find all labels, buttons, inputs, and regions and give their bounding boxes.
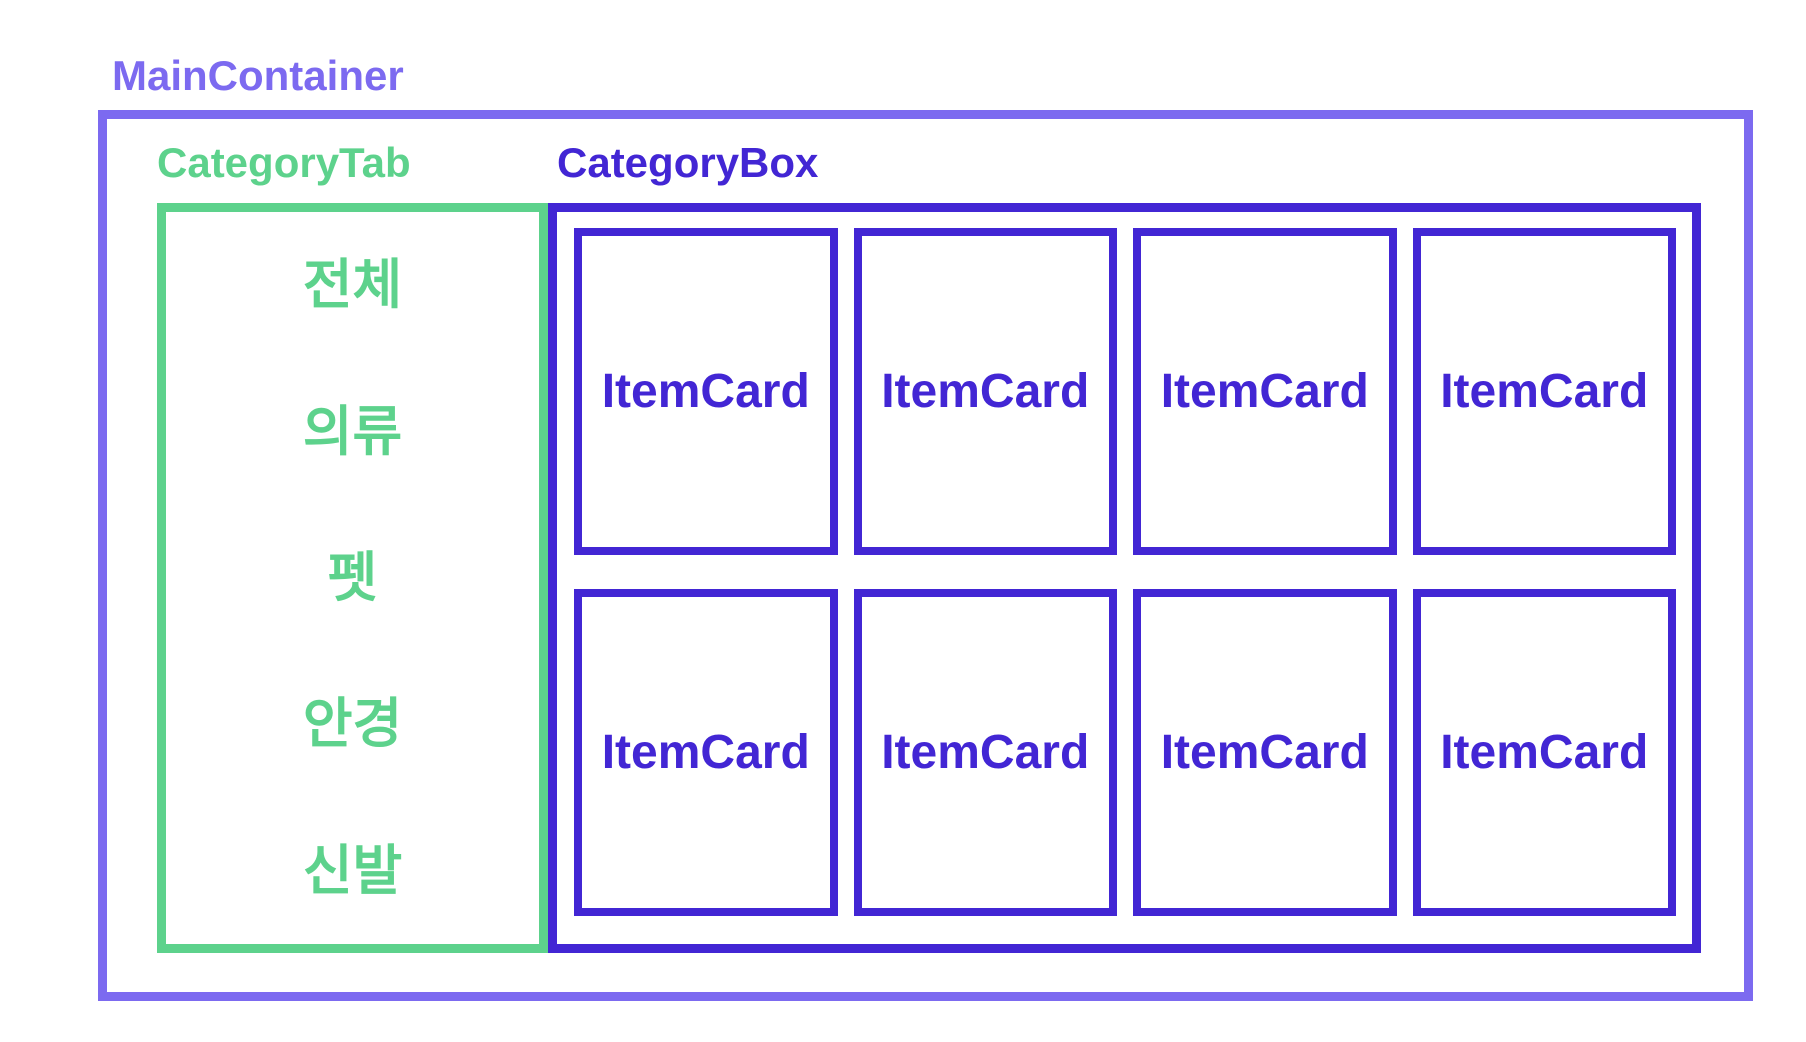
category-tab: 전체 의류 펫 안경 신발	[157, 203, 548, 953]
category-box: ItemCard ItemCard ItemCard ItemCard Item…	[548, 203, 1701, 953]
item-card-label: ItemCard	[601, 365, 810, 418]
item-card[interactable]: ItemCard	[853, 228, 1117, 555]
category-tab-label: CategoryTab	[157, 139, 411, 186]
item-card-label: ItemCard	[1440, 365, 1649, 418]
item-card-label: ItemCard	[881, 726, 1090, 779]
item-card[interactable]: ItemCard	[574, 228, 838, 555]
tab-item-glasses[interactable]: 안경	[302, 694, 403, 755]
main-container: CategoryTab CategoryBox 전체 의류 펫 안경 신발 It…	[98, 110, 1753, 1001]
item-card[interactable]: ItemCard	[1133, 228, 1397, 555]
tab-item-clothing[interactable]: 의류	[302, 401, 403, 462]
item-card[interactable]: ItemCard	[1133, 589, 1397, 916]
item-card-label: ItemCard	[1440, 726, 1649, 779]
item-card[interactable]: ItemCard	[1412, 589, 1676, 916]
item-card[interactable]: ItemCard	[853, 589, 1117, 916]
category-box-label: CategoryBox	[557, 139, 819, 186]
tab-item-pet[interactable]: 펫	[327, 547, 378, 608]
main-container-label: MainContainer	[112, 52, 404, 99]
item-card[interactable]: ItemCard	[574, 589, 838, 916]
tab-item-shoes[interactable]: 신발	[302, 840, 403, 901]
tab-item-all[interactable]: 전체	[302, 255, 403, 316]
item-card-label: ItemCard	[601, 726, 810, 779]
item-card-label: ItemCard	[881, 365, 1090, 418]
item-card-label: ItemCard	[1160, 726, 1369, 779]
item-card[interactable]: ItemCard	[1412, 228, 1676, 555]
item-card-label: ItemCard	[1160, 365, 1369, 418]
